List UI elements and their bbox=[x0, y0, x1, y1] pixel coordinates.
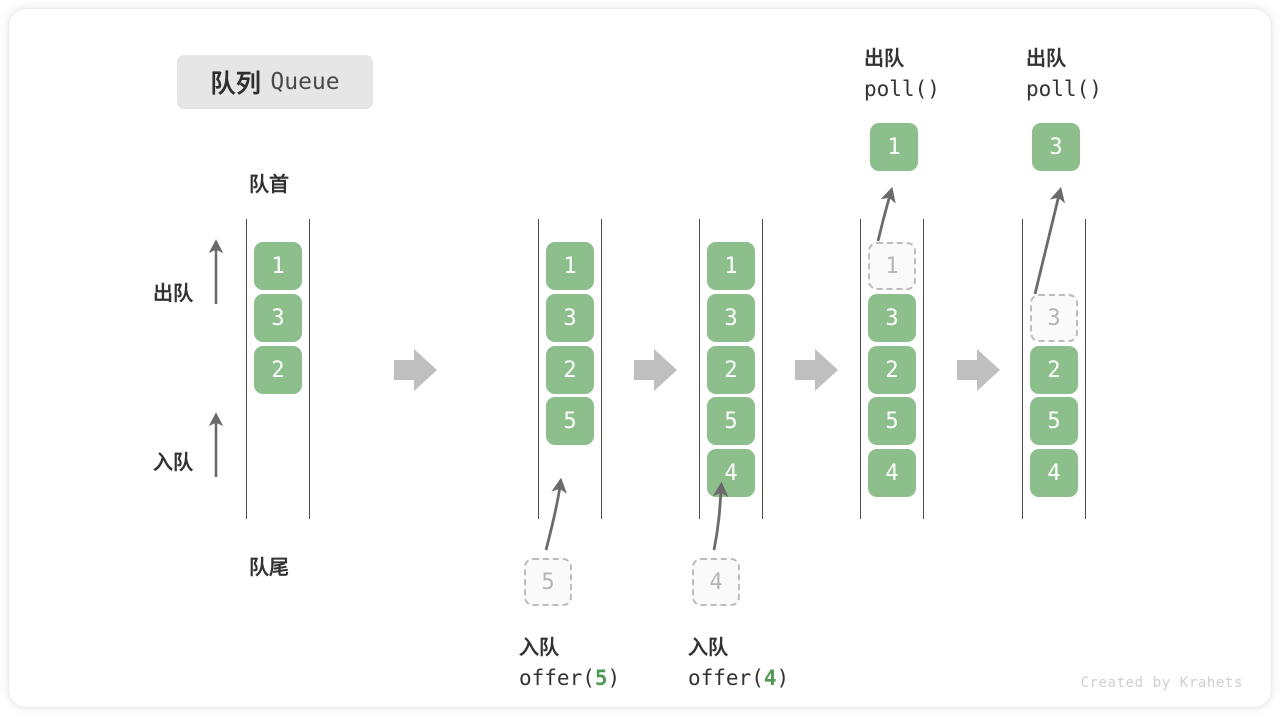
step-arrow-icon bbox=[957, 349, 1000, 391]
diagram-title-badge: 队列 Queue bbox=[177, 55, 373, 109]
title-english: Queue bbox=[270, 69, 340, 95]
diagram-card: 队列 Queue 队首 队尾 出队 入队 1 3 2 1 3 2 5 1 3 2… bbox=[8, 8, 1272, 708]
queue-cell: 1 bbox=[254, 242, 302, 290]
offer-4-call-arg: 4 bbox=[763, 666, 777, 690]
queue-cell: 2 bbox=[546, 346, 594, 394]
queue-cell: 3 bbox=[707, 294, 755, 342]
queue-cell: 2 bbox=[707, 346, 755, 394]
poll-3-call-label: poll() bbox=[1026, 77, 1102, 101]
offer-4-operation-label: 入队 bbox=[688, 637, 728, 659]
pending-enqueue-value-5: 5 bbox=[524, 558, 572, 606]
offer-4-call-label: offer(4) bbox=[688, 666, 789, 690]
queue-cell-removed: 1 bbox=[868, 242, 916, 290]
queue-tail-label: 队尾 bbox=[249, 557, 289, 579]
queue-cell: 2 bbox=[1030, 346, 1078, 394]
offer-5-call-prefix: offer( bbox=[519, 666, 595, 690]
queue-cell: 1 bbox=[546, 242, 594, 290]
queue-cell: 3 bbox=[546, 294, 594, 342]
step-arrow-icon bbox=[394, 349, 437, 391]
queue-cell: 2 bbox=[868, 346, 916, 394]
offer-5-call-arg: 5 bbox=[594, 666, 608, 690]
offer-5-operation-label: 入队 bbox=[519, 637, 559, 659]
poll-1-call-label: poll() bbox=[864, 77, 940, 101]
queue-rail-left bbox=[1022, 219, 1023, 519]
step-arrow-icon bbox=[634, 349, 677, 391]
queue-cell: 2 bbox=[254, 346, 302, 394]
queue-cell: 5 bbox=[707, 397, 755, 445]
step-arrow-icon bbox=[795, 349, 838, 391]
pending-enqueue-value-4: 4 bbox=[692, 558, 740, 606]
queue-cell: 5 bbox=[546, 397, 594, 445]
poll-1-result-cell: 1 bbox=[870, 123, 918, 171]
queue-rail-left bbox=[246, 219, 247, 519]
title-chinese: 队列 bbox=[210, 70, 262, 98]
enqueue-direction-label: 入队 bbox=[153, 452, 193, 474]
poll-3-operation-label: 出队 bbox=[1026, 48, 1066, 70]
queue-column-initial: 1 3 2 bbox=[246, 219, 310, 519]
queue-cell-removed: 3 bbox=[1030, 294, 1078, 342]
poll-1-operation-label: 出队 bbox=[864, 48, 904, 70]
queue-cell: 4 bbox=[1030, 449, 1078, 497]
queue-column-poll-1: 1 3 2 5 4 bbox=[860, 219, 924, 519]
poll-3-result-cell: 3 bbox=[1032, 123, 1080, 171]
queue-cell: 3 bbox=[868, 294, 916, 342]
watermark-credit: Created by Krahets bbox=[1080, 675, 1243, 691]
queue-rail-right bbox=[1085, 219, 1086, 519]
queue-cell: 5 bbox=[868, 397, 916, 445]
queue-head-label: 队首 bbox=[249, 174, 289, 196]
queue-cell: 3 bbox=[254, 294, 302, 342]
offer-5-call-suffix: ) bbox=[607, 666, 621, 690]
offer-5-call-label: offer(5) bbox=[519, 666, 620, 690]
offer-4-call-prefix: offer( bbox=[688, 666, 764, 690]
queue-column-after-offer-4: 1 3 2 5 4 bbox=[699, 219, 763, 519]
queue-rail-right bbox=[309, 219, 310, 519]
queue-column-poll-3: 3 2 5 4 bbox=[1022, 219, 1086, 519]
dequeue-direction-label: 出队 bbox=[153, 283, 193, 305]
queue-column-after-offer-5: 1 3 2 5 bbox=[538, 219, 602, 519]
queue-rail-left bbox=[538, 219, 539, 519]
queue-cell: 4 bbox=[868, 449, 916, 497]
queue-rail-left bbox=[860, 219, 861, 519]
queue-rail-right bbox=[762, 219, 763, 519]
queue-rail-right bbox=[923, 219, 924, 519]
queue-rail-right bbox=[601, 219, 602, 519]
queue-cell: 5 bbox=[1030, 397, 1078, 445]
offer-4-call-suffix: ) bbox=[776, 666, 790, 690]
queue-cell: 4 bbox=[707, 449, 755, 497]
queue-cell: 1 bbox=[707, 242, 755, 290]
queue-rail-left bbox=[699, 219, 700, 519]
